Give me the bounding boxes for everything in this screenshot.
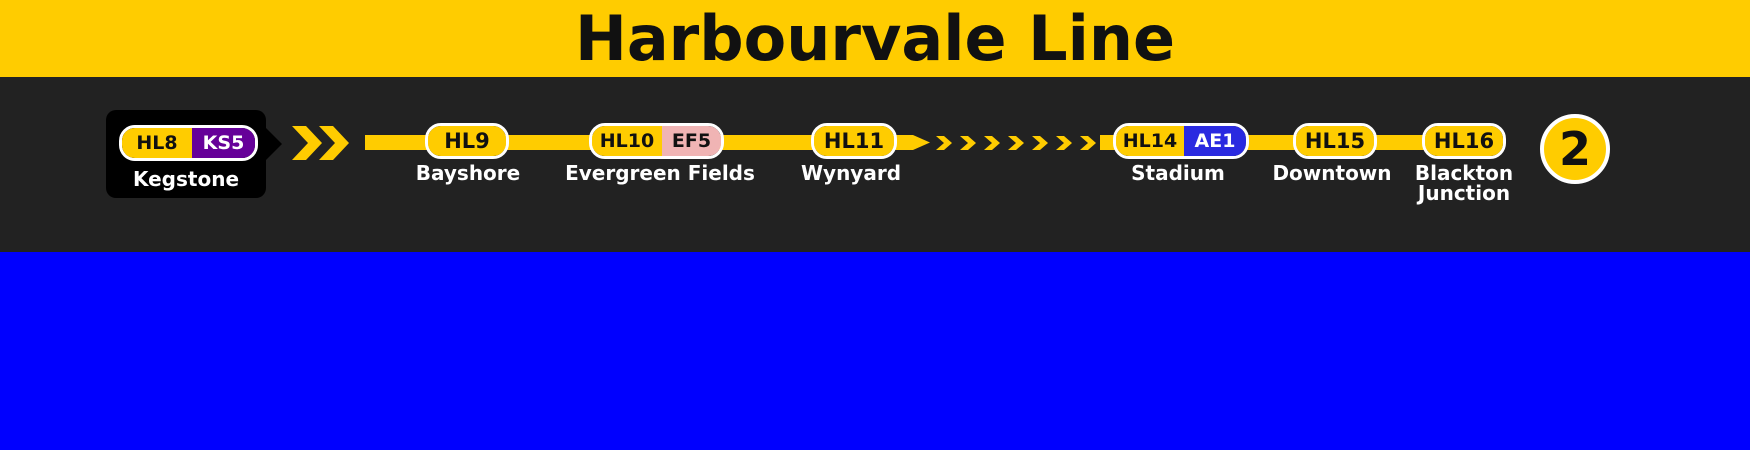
station-name: Evergreen Fields bbox=[565, 161, 755, 185]
platform-number-badge: 2 bbox=[1540, 114, 1610, 184]
current-station-pointer bbox=[264, 126, 282, 162]
small-chevron-icon bbox=[1056, 136, 1072, 150]
station-name: Bayshore bbox=[415, 161, 521, 185]
small-chevron-icon bbox=[984, 136, 1000, 150]
small-chevron-icon bbox=[1008, 136, 1024, 150]
station-code: HL14 bbox=[1116, 126, 1184, 156]
line-title: Harbourvale Line bbox=[574, 2, 1176, 75]
chevron-icon bbox=[292, 126, 322, 160]
station-name: Blackton Junction bbox=[1394, 163, 1534, 203]
small-chevron-icon bbox=[960, 136, 976, 150]
interchange-code: KS5 bbox=[192, 128, 255, 158]
station-code: HL8 bbox=[122, 128, 192, 158]
station-code: HL16 bbox=[1425, 126, 1503, 156]
station-name: Downtown bbox=[1272, 161, 1392, 185]
station-code-pill: HL9 bbox=[425, 123, 509, 159]
station-code: HL10 bbox=[592, 126, 662, 156]
station-code-pill: HL11 bbox=[811, 123, 897, 159]
title-bar bbox=[0, 0, 1750, 77]
station-name-line: Junction bbox=[1417, 181, 1511, 205]
station-name: Wynyard bbox=[800, 161, 902, 185]
small-chevron-icon bbox=[936, 136, 952, 150]
station-code-pill: HL16 bbox=[1422, 123, 1506, 159]
station-code-pill: HL10 EF5 bbox=[589, 123, 724, 159]
station-name-line: Blackton bbox=[1414, 161, 1514, 185]
station-code-pill: HL14 AE1 bbox=[1113, 123, 1249, 159]
line-diagram-panel bbox=[0, 77, 1750, 252]
express-skip-chevrons bbox=[936, 136, 1096, 150]
chevron-icon bbox=[319, 126, 349, 160]
station-code: HL9 bbox=[428, 126, 506, 156]
station-code: HL11 bbox=[814, 126, 894, 156]
station-code: HL15 bbox=[1296, 126, 1374, 156]
interchange-code: EF5 bbox=[662, 126, 721, 156]
current-station-name: Kegstone bbox=[132, 167, 240, 191]
station-name: Stadium bbox=[1131, 161, 1225, 185]
station-code-pill: HL15 bbox=[1293, 123, 1377, 159]
small-chevron-icon bbox=[1032, 136, 1048, 150]
small-chevron-icon bbox=[1080, 136, 1096, 150]
interchange-code: AE1 bbox=[1184, 126, 1246, 156]
track-segment-arrow-end bbox=[913, 135, 930, 150]
direction-chevrons bbox=[292, 126, 349, 160]
current-station-code-pill: HL8 KS5 bbox=[119, 125, 258, 161]
